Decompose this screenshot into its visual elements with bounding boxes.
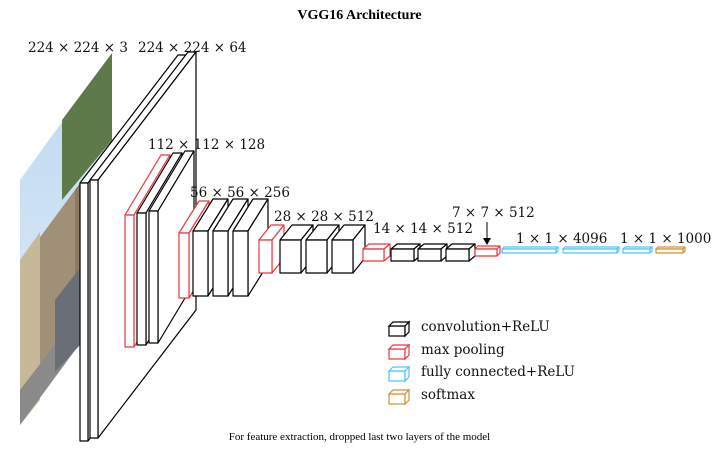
dimension-label-block3: 56 × 56 × 256	[190, 185, 290, 201]
conv5-1-layer	[390, 243, 421, 262]
legend-label-pool: max pooling	[421, 342, 505, 358]
conv5-3-layer	[445, 243, 476, 262]
conv4-3-layer	[331, 224, 366, 274]
fc1-layer	[501, 246, 559, 254]
pool5-arrow	[483, 222, 491, 245]
dimension-label-fc1: 1 × 1 × 4096	[516, 231, 607, 247]
dimension-label-block1: 224 × 224 × 64	[138, 40, 247, 56]
dimension-label-pool5: 7 × 7 × 512	[452, 205, 535, 221]
diagram-title: VGG16 Architecture	[297, 8, 422, 23]
dimension-label-fc3: 1 × 1 × 1000	[620, 231, 711, 247]
legend-softmax-icon	[387, 388, 411, 406]
fc2-layer	[562, 246, 620, 254]
legend-label-softmax: softmax	[421, 387, 475, 403]
dimension-label-block5: 14 × 14 × 512	[373, 221, 473, 237]
legend-pool-icon	[387, 343, 411, 361]
dimension-label-input: 224 × 224 × 3	[28, 40, 128, 56]
legend-label-conv: convolution+ReLU	[421, 319, 550, 335]
legend-conv-icon	[387, 320, 411, 338]
legend: convolution+ReLU max pooling fully conne…	[387, 319, 575, 406]
conv5-2-layer	[417, 243, 448, 262]
caption: For feature extraction, dropped last two…	[228, 431, 491, 443]
legend-label-fc: fully connected+ReLU	[421, 364, 575, 380]
pool4-layer	[362, 243, 391, 262]
legend-fc-icon	[387, 365, 411, 383]
dimension-label-block4: 28 × 28 × 512	[274, 209, 374, 225]
dimension-label-block2: 112 × 112 × 128	[148, 137, 265, 153]
input-image	[20, 53, 112, 425]
fc3-layer	[622, 246, 653, 254]
softmax-layer	[655, 246, 686, 254]
pool5-layer	[474, 245, 501, 257]
